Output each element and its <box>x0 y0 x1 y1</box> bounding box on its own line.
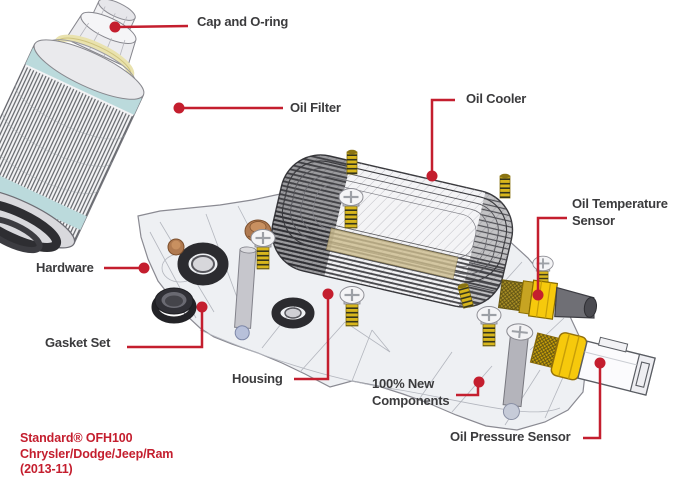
housing-wireframe <box>149 205 569 426</box>
leader-oil-filter <box>173 102 283 114</box>
leader-cap-oring <box>109 21 189 33</box>
label-new-components: 100% New Components <box>372 376 450 409</box>
label-cap-and-oring: Cap and O-ring <box>197 14 289 29</box>
leader-hardware <box>104 262 150 274</box>
leader-oil-temperature-sensor <box>532 216 567 301</box>
bronze-fitting-small <box>167 238 185 256</box>
label-oil-cooler: Oil Cooler <box>466 91 527 106</box>
label-oil-pressure-sensor: Oil Pressure Sensor <box>450 429 571 444</box>
standpipe-right <box>502 323 534 421</box>
label-new-components-line2: Components <box>372 392 450 408</box>
label-gasket-set: Gasket Set <box>45 335 111 350</box>
oil-cooler-part <box>263 146 521 316</box>
leader-housing <box>294 288 334 381</box>
label-oil-temperature-sensor-line2: Sensor <box>572 212 615 228</box>
label-oil-filter: Oil Filter <box>290 100 341 115</box>
leader-gasket-set <box>127 301 208 349</box>
seal-ring-medium <box>271 297 315 329</box>
oil-temperature-sensor-part <box>497 279 598 320</box>
label-new-components-line1: 100% New <box>372 376 434 391</box>
leader-new-components <box>456 376 485 397</box>
part-info-brand-sku: Standard® OFH100 <box>20 431 133 445</box>
filter-bottom-seal <box>0 198 62 254</box>
part-info-makes: Chrysler/Dodge/Jeep/Ram <box>20 446 174 461</box>
oil-pressure-sensor-part <box>529 332 656 396</box>
label-housing: Housing <box>232 371 283 386</box>
seal-ring-large <box>177 242 229 286</box>
label-oil-temperature-sensor: Oil Temperature Sensor <box>572 196 668 229</box>
label-hardware: Hardware <box>36 260 94 275</box>
label-oil-temperature-sensor-line1: Oil Temperature <box>572 196 668 211</box>
leader-oil-cooler <box>426 98 455 182</box>
part-info-model-years: (2013-11) <box>20 462 73 476</box>
standpipe-left <box>234 246 257 341</box>
part-info: Standard® OFH100 Chrysler/Dodge/Jeep/Ram… <box>20 431 173 478</box>
oil-filter-part <box>0 0 145 254</box>
gasket-cup <box>151 287 197 324</box>
leader-oil-pressure-sensor <box>583 357 606 440</box>
